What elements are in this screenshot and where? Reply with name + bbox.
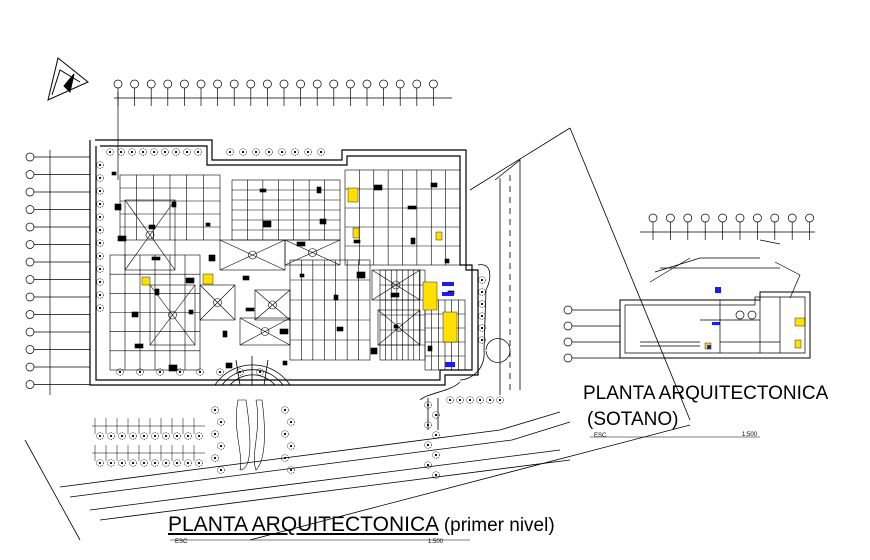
grid-bubble (753, 213, 762, 223)
grid-bubble (25, 240, 35, 249)
grid-bubble (25, 205, 35, 214)
main-plan-title-prefix: PLANTA ARQUITECTONICA (168, 513, 438, 536)
grid-bubble (25, 257, 35, 267)
courtyards (124, 199, 421, 346)
main-plan-title-suffix: (primer nivel) (443, 515, 555, 536)
grid-bubble (362, 79, 372, 89)
scale-bars (170, 436, 760, 541)
grid-bubble (346, 79, 355, 89)
grid-bubble (395, 79, 405, 89)
main-plan-title: PLANTA ARQUITECTONICA (primer nivel) (168, 513, 555, 537)
grid-bubble (770, 213, 780, 223)
grid-bubble (263, 79, 272, 89)
grid-bubble (25, 275, 35, 284)
column-grid-top (113, 79, 452, 180)
site-boundary (24, 127, 691, 541)
furniture-yellow (141, 187, 806, 350)
grid-bubble (296, 79, 305, 89)
grid-bubble (213, 79, 222, 89)
grid-bubble (666, 213, 675, 223)
grid-bubble (735, 213, 745, 223)
grid-bubble (563, 305, 573, 315)
main-plan-scale-label: ESC (175, 539, 188, 545)
garden-median (235, 399, 265, 471)
grid-bubble (113, 79, 123, 89)
grid-bubble (718, 213, 727, 223)
grid-bubble (805, 213, 814, 223)
grid-bubble (648, 213, 658, 223)
grid-bubble (683, 213, 693, 223)
grid-bubble (25, 327, 35, 337)
grid-bubble (429, 79, 438, 89)
grid-bubble (563, 353, 573, 363)
basement-scale-value: 1:500 (742, 432, 758, 438)
basement-plan (563, 213, 815, 363)
grid-bubble (279, 79, 289, 89)
grid-bubble (25, 152, 35, 162)
grid-bubble (130, 79, 139, 89)
grid-bubble (25, 170, 35, 179)
grid-bubble (25, 345, 35, 354)
furniture-blue (442, 282, 721, 367)
main-plan-scale-value: 1:500 (428, 539, 444, 545)
grid-bubble (329, 79, 339, 89)
basement-plan-title: PLANTA ARQUITECTONICA (583, 383, 829, 404)
grid-bubble (25, 380, 35, 389)
grid-bubble (229, 79, 239, 89)
parking-area (92, 418, 205, 461)
grid-bubble (25, 222, 35, 232)
grid-bubble (180, 79, 189, 89)
grid-bubble (25, 292, 35, 302)
grid-bubble (25, 362, 35, 372)
main-building-outline (89, 139, 479, 386)
main-entrance-arc (214, 356, 291, 386)
grid-bubble (25, 310, 35, 319)
grid-bubble (196, 79, 206, 89)
north-arrow-icon (47, 57, 89, 101)
grid-bubble (379, 79, 388, 89)
basement-plan-subtitle: (SOTANO) (587, 409, 679, 430)
row-grid-left (25, 150, 90, 395)
grid-bubble (412, 79, 422, 89)
grid-bubble (563, 321, 573, 331)
grid-bubble (25, 187, 35, 197)
grid-bubble (312, 79, 322, 89)
grid-bubble (163, 79, 173, 89)
landscape-trees (96, 148, 504, 479)
grid-bubble (246, 79, 256, 89)
grid-bubble (700, 213, 710, 223)
floor-plan-rooms (109, 169, 466, 372)
basement-scale-label: ESC (594, 433, 607, 439)
grid-bubble (563, 337, 573, 347)
grid-bubble (787, 213, 797, 223)
access-road (419, 159, 521, 430)
grid-bubble (146, 79, 156, 89)
